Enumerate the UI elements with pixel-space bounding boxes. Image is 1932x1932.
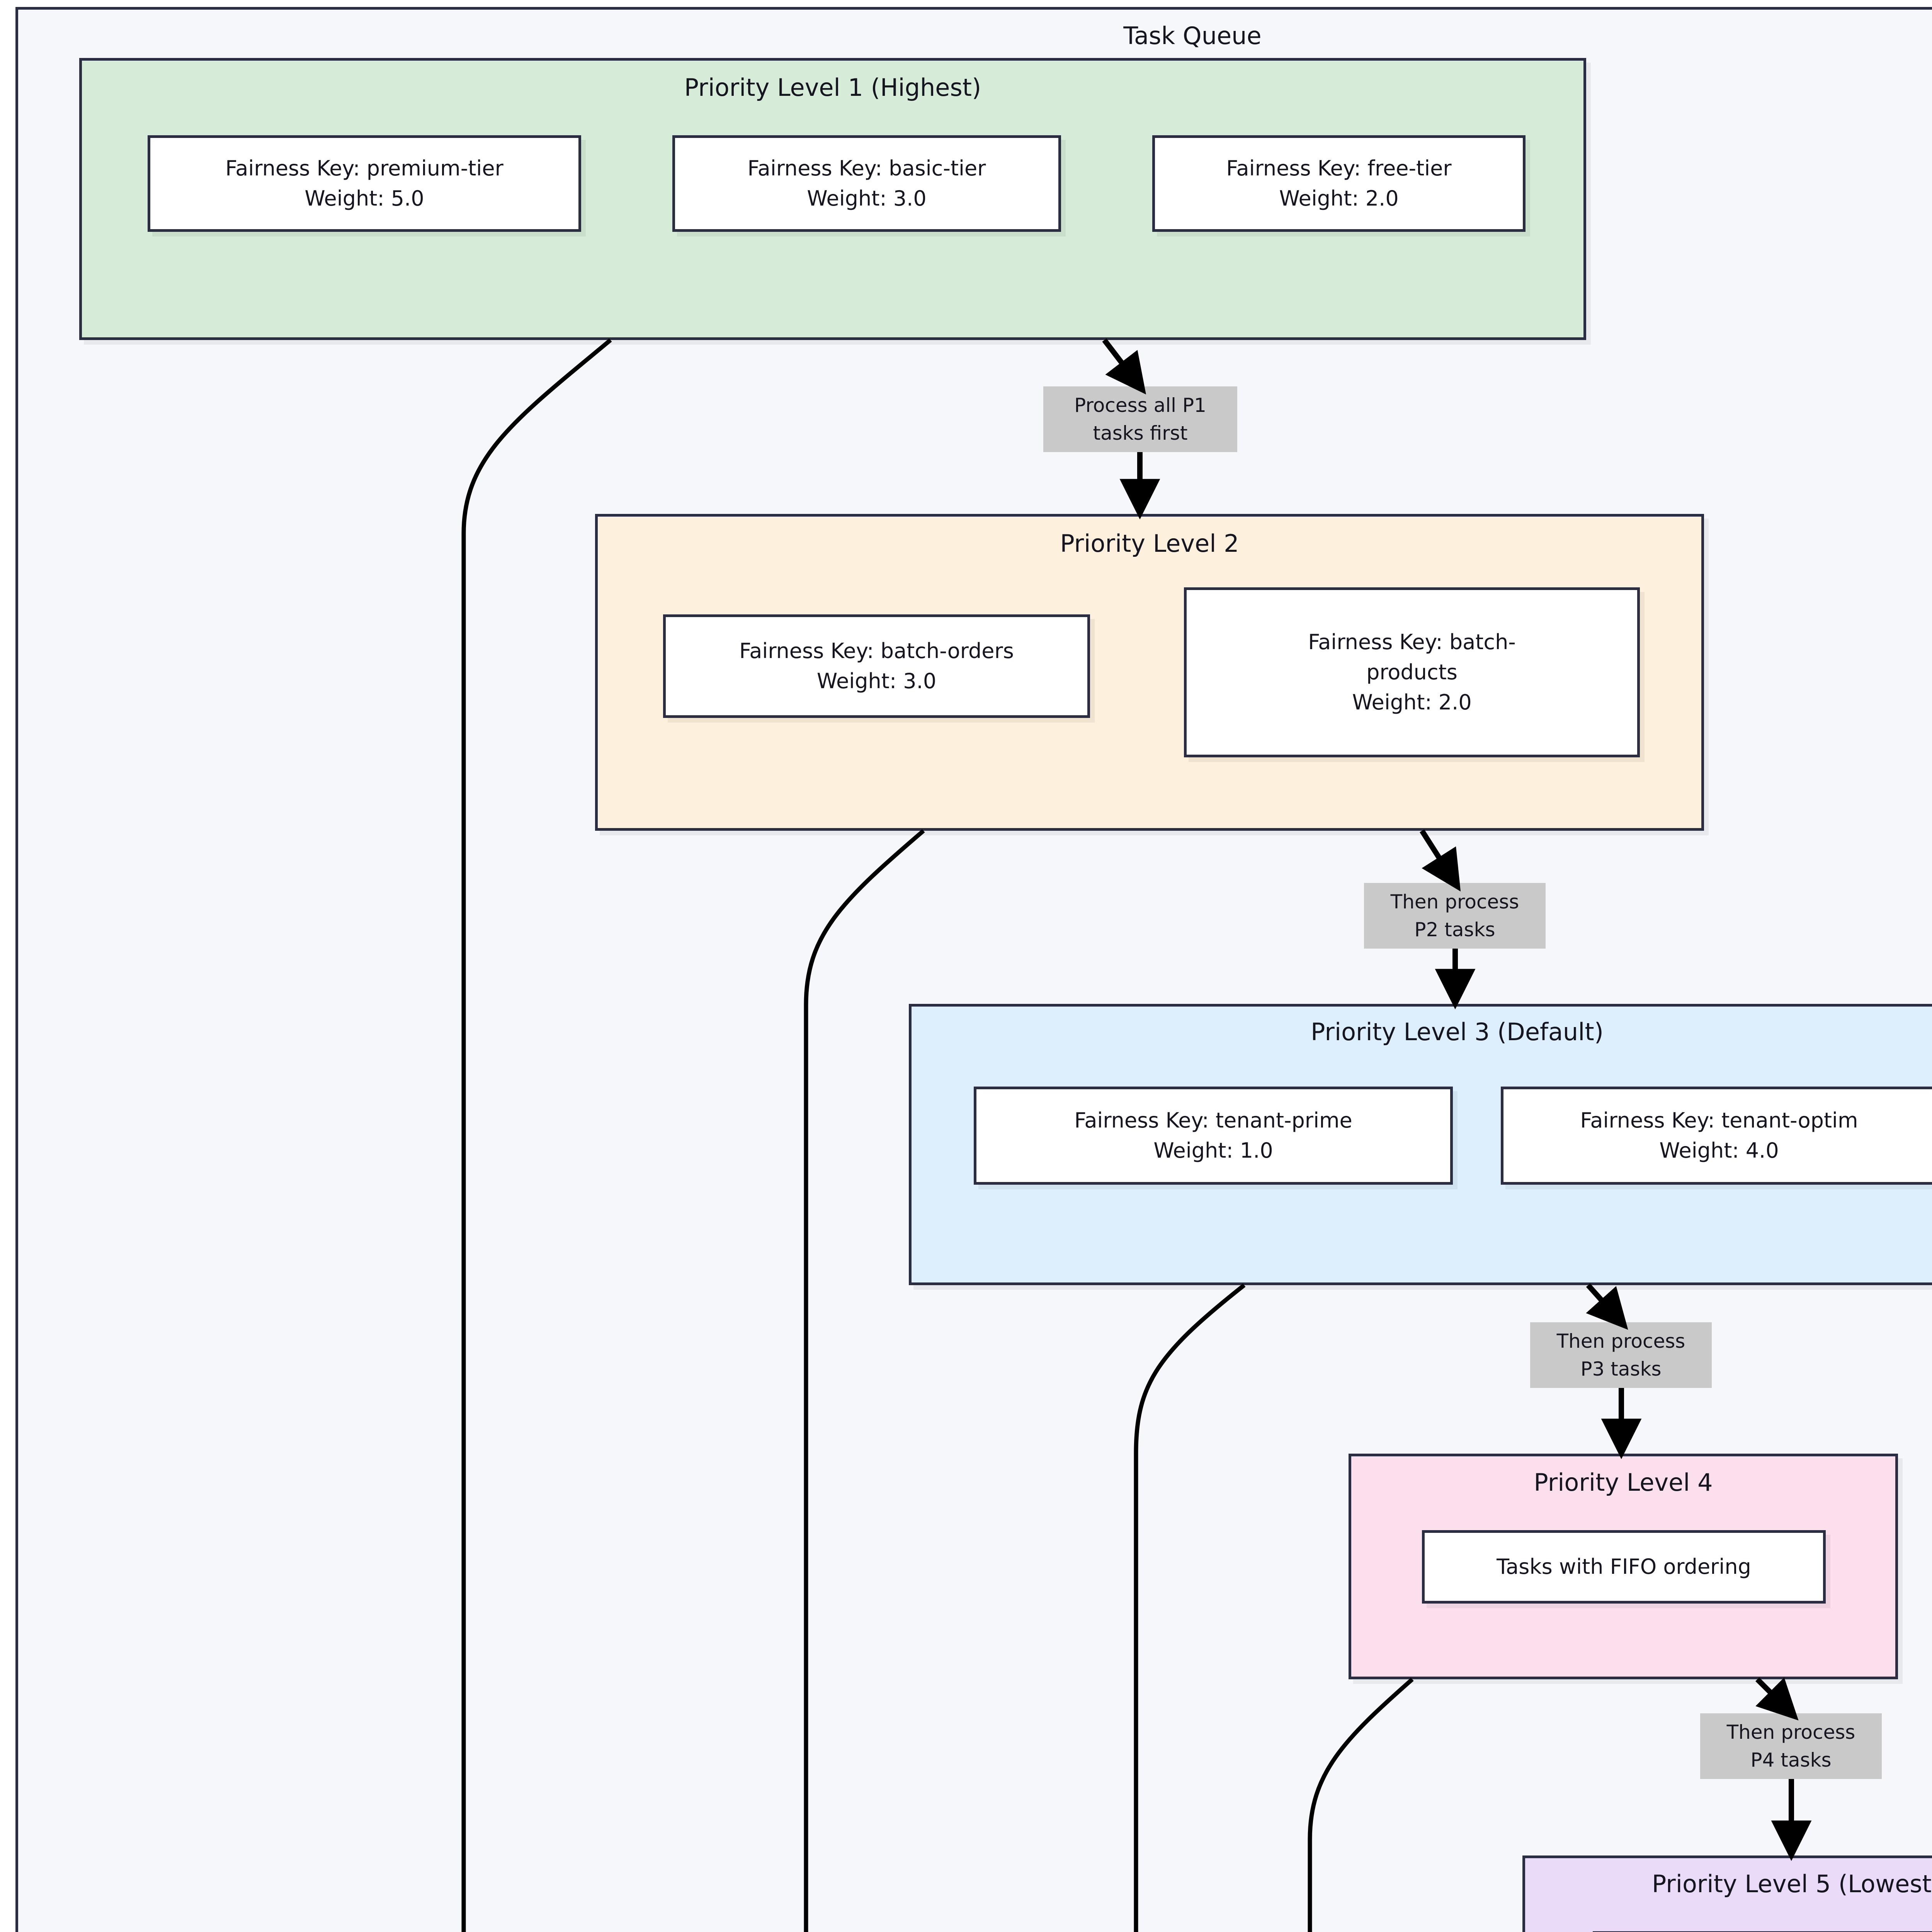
edge-label-then-process-p4-tasks: Then process P4 tasks bbox=[1700, 1713, 1882, 1779]
node-fairness-key-free-tier[interactable]: Fairness Key: free-tier Weight: 2.0 bbox=[1152, 135, 1526, 232]
node-line-key: Fairness Key: free-tier bbox=[1226, 156, 1452, 180]
node-line-weight: Weight: 2.0 bbox=[1279, 186, 1399, 211]
cluster-priority-level-2-title: Priority Level 2 bbox=[1060, 529, 1239, 558]
node-line-weight: Weight: 4.0 bbox=[1659, 1138, 1779, 1163]
node-line-key: Fairness Key: tenant-prime bbox=[1074, 1108, 1352, 1133]
cluster-priority-level-1-title: Priority Level 1 (Highest) bbox=[684, 73, 981, 102]
node-p5-fifo-tasks[interactable]: Tasks with FIFO ordering bbox=[1593, 1931, 1932, 1932]
node-fairness-key-batch-orders[interactable]: Fairness Key: batch-orders Weight: 3.0 bbox=[663, 614, 1090, 718]
node-fairness-key-tenant-optim[interactable]: Fairness Key: tenant-optim Weight: 4.0 bbox=[1501, 1087, 1932, 1185]
node-line-key: Fairness Key: batch- bbox=[1308, 629, 1516, 654]
cluster-task-queue-title: Task Queue bbox=[1123, 22, 1262, 50]
node-line-key: Fairness Key: premium-tier bbox=[225, 156, 503, 180]
node-line-key: Fairness Key: tenant-optim bbox=[1580, 1108, 1858, 1133]
cluster-priority-level-5-title: Priority Level 5 (Lowest) bbox=[1651, 1870, 1932, 1898]
node-line-weight: Weight: 5.0 bbox=[304, 186, 424, 211]
node-line-key: Fairness Key: batch-orders bbox=[739, 638, 1014, 663]
cluster-priority-level-4-title: Priority Level 4 bbox=[1534, 1468, 1713, 1497]
node-line-weight: Weight: 3.0 bbox=[816, 669, 937, 693]
node-p4-fifo-tasks[interactable]: Tasks with FIFO ordering bbox=[1422, 1530, 1826, 1604]
edge-label-process-all-p1-tasks-first: Process all P1 tasks first bbox=[1043, 386, 1237, 452]
node-line-weight: Weight: 3.0 bbox=[807, 186, 927, 211]
node-line-key: Fairness Key: basic-tier bbox=[747, 156, 986, 180]
node-fairness-key-tenant-prime[interactable]: Fairness Key: tenant-prime Weight: 1.0 bbox=[974, 1087, 1453, 1185]
cluster-priority-level-5 bbox=[1522, 1855, 1932, 1932]
node-line-weight: Weight: 2.0 bbox=[1352, 690, 1472, 715]
cluster-priority-level-3-title: Priority Level 3 (Default) bbox=[1311, 1018, 1604, 1046]
node-line-text: Tasks with FIFO ordering bbox=[1497, 1554, 1751, 1579]
node-fairness-key-batch-products[interactable]: Fairness Key: batch- products Weight: 2.… bbox=[1184, 587, 1640, 757]
node-fairness-key-basic-tier[interactable]: Fairness Key: basic-tier Weight: 3.0 bbox=[672, 135, 1061, 232]
node-line-key-cont: products bbox=[1366, 660, 1458, 684]
edge-label-then-process-p2-tasks: Then process P2 tasks bbox=[1364, 883, 1546, 949]
node-fairness-key-premium-tier[interactable]: Fairness Key: premium-tier Weight: 5.0 bbox=[148, 135, 581, 232]
edge-label-then-process-p3-tasks: Then process P3 tasks bbox=[1530, 1322, 1712, 1388]
node-line-weight: Weight: 1.0 bbox=[1153, 1138, 1273, 1163]
